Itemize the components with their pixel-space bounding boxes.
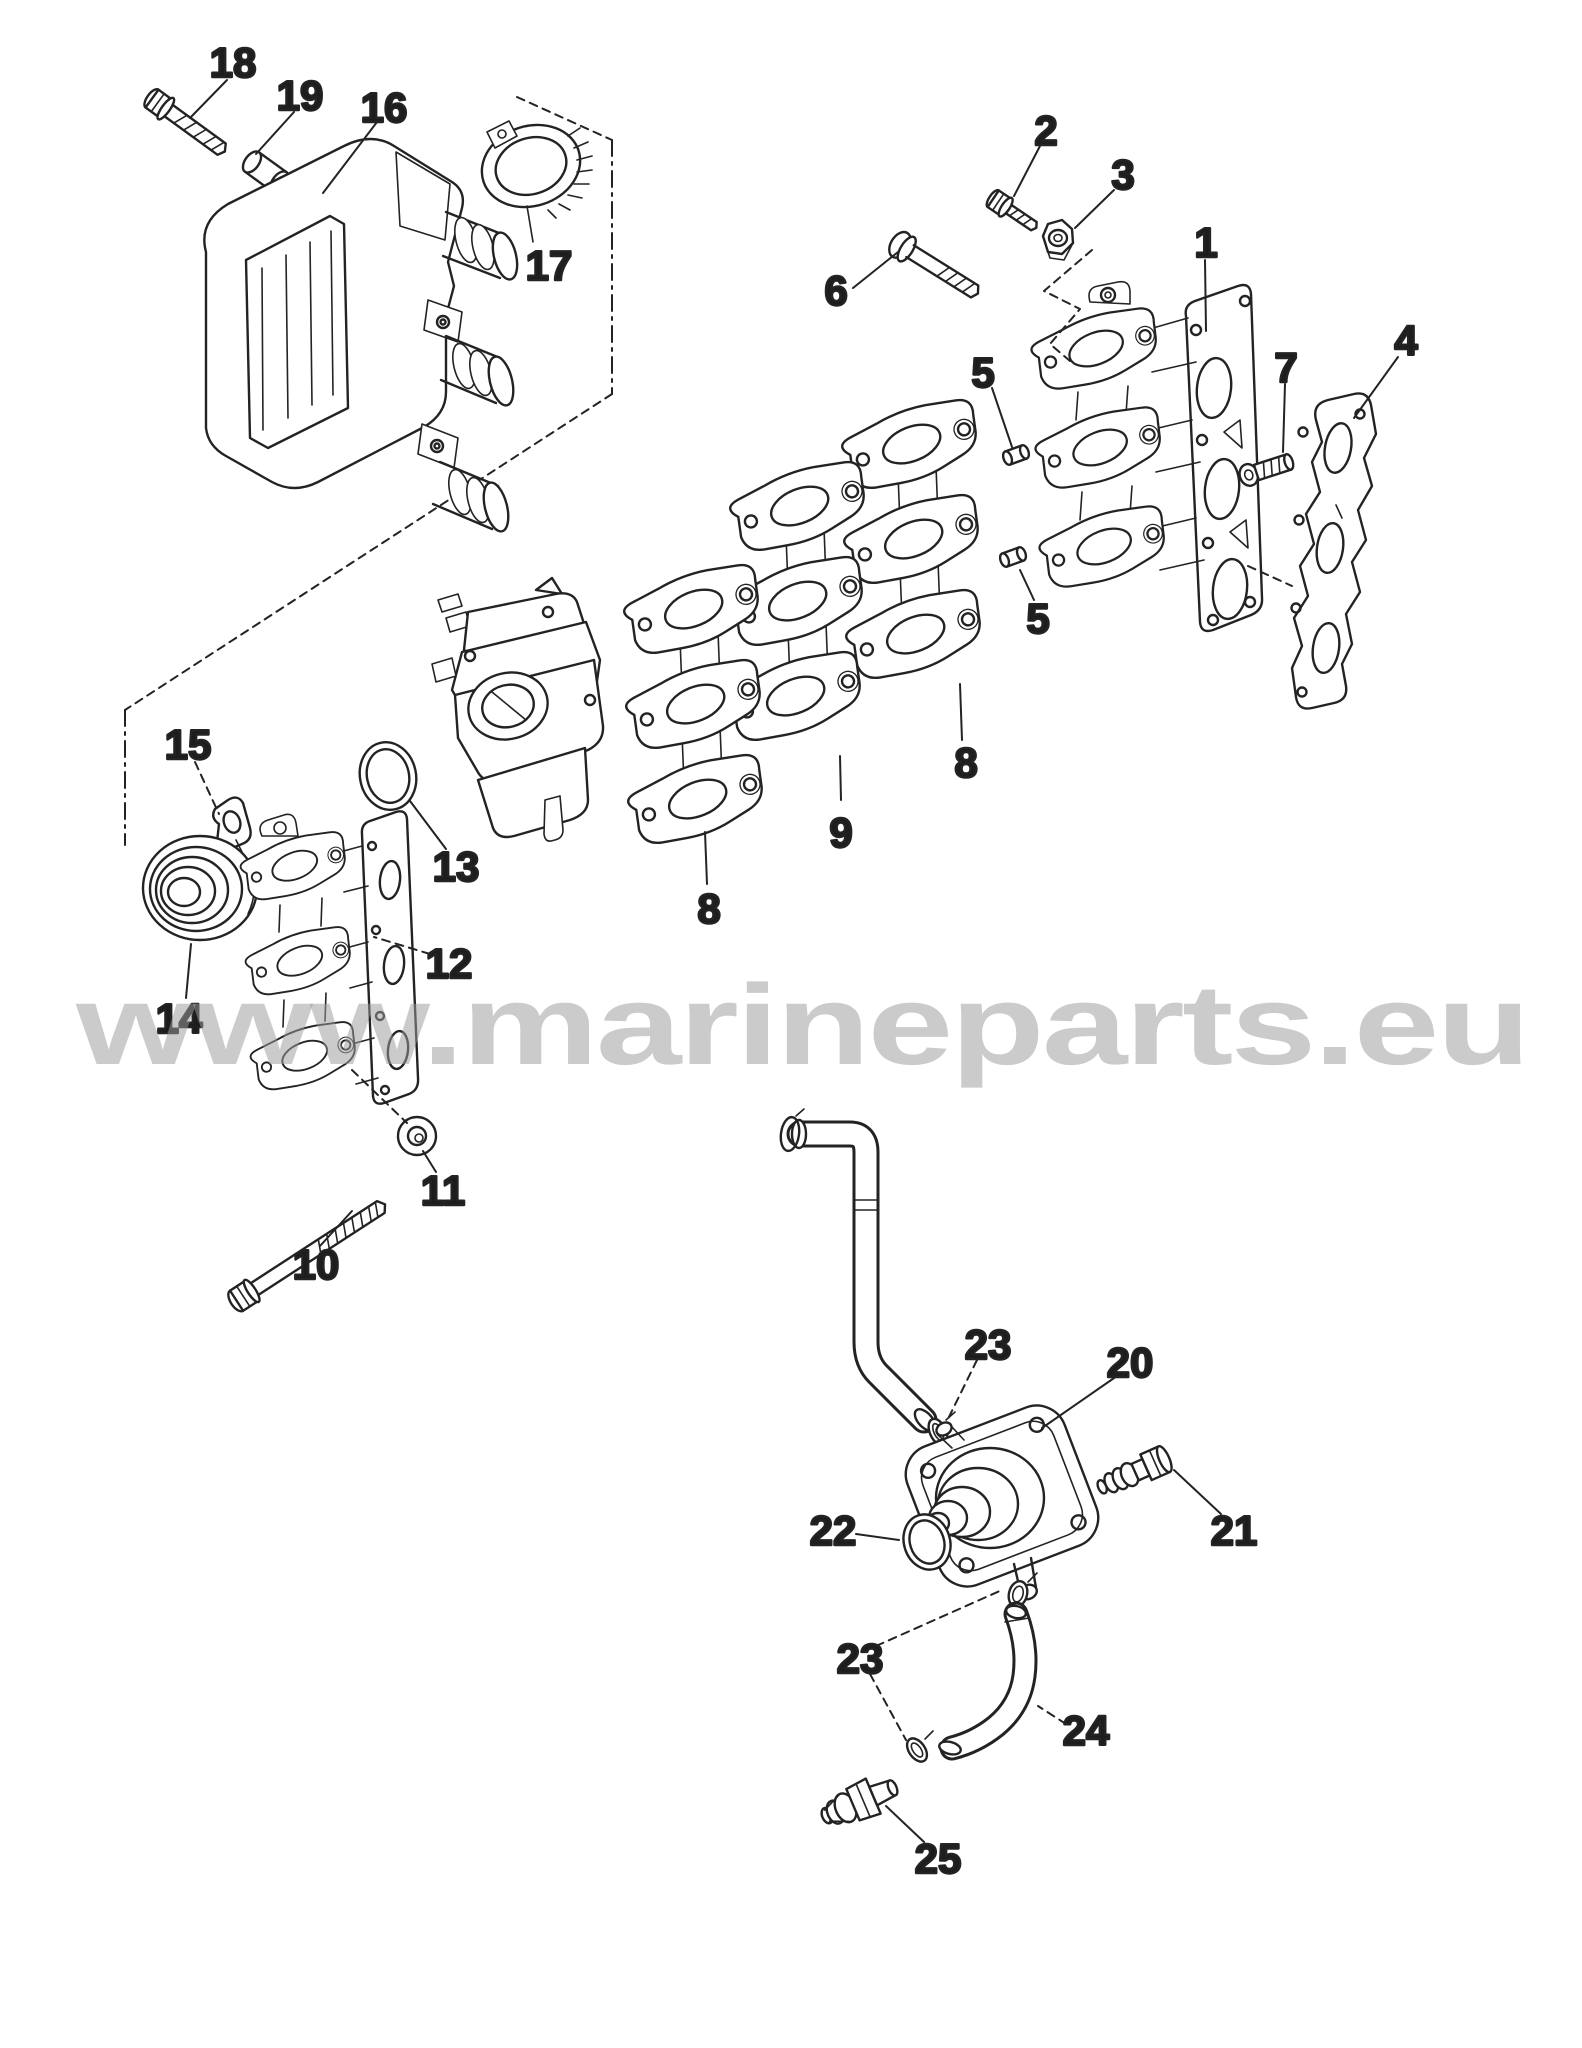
callout-4-11: 4 [1394,317,1418,364]
part-3-nut [1041,218,1075,261]
callout-12-17: 12 [426,940,473,987]
part-14-grommet [141,834,259,942]
callout-20-22: 20 [1107,1339,1154,1386]
callout-9-13: 9 [829,809,852,856]
part-18-bolt [143,88,227,157]
callout-19-1: 19 [277,72,324,119]
callout-5-9: 5 [1026,595,1049,642]
watermark: www.marineparts.eu [75,962,1528,1089]
leader-lines [185,79,1399,1843]
callout-25-27: 25 [915,1835,962,1882]
part-23-clip-c [905,1730,934,1763]
callout-18-0: 18 [210,39,257,86]
callout-15-16: 15 [165,721,212,768]
part-12-adapter-plate [236,810,420,1105]
part-21-bolt [1096,1445,1173,1495]
callout-14-18: 14 [156,995,203,1042]
callout-23-21: 23 [965,1321,1012,1368]
part-2-bolt [985,188,1038,232]
carburetor [431,576,605,842]
fuel-hose-long [779,1108,938,1434]
callout-16-2: 16 [361,84,408,131]
callout-10-20: 10 [293,1241,340,1288]
callout-3-5: 3 [1111,151,1134,198]
assembly-boundary [124,96,613,846]
part-6-bolt [888,230,980,299]
part-20-fuel-pump [904,1404,1100,1601]
part-22-o-ring [902,1513,952,1571]
part-11-washer [396,1115,438,1157]
callout-22-23: 22 [810,1507,857,1554]
callout-8-12: 8 [954,739,977,786]
part-1-intake-manifold [1026,280,1264,633]
part-17-hose-clamp [480,120,593,243]
callout-2-4: 2 [1034,107,1057,154]
part-5-pin-lower [998,546,1028,568]
callout-24-26: 24 [1063,1707,1110,1754]
part-8-gasket-left [618,550,777,858]
callout-5-8: 5 [971,349,994,396]
callout-23-25: 23 [837,1635,884,1682]
callout-21-24: 21 [1211,1507,1258,1554]
part-9-spacer [720,447,879,755]
callout-6-6: 6 [824,267,847,314]
part-4-gasket [1290,392,1378,710]
callout-7-10: 7 [1274,344,1297,391]
part-16-intake-silencer [203,137,519,533]
part-24-hose [938,1601,1038,1761]
callout-1-7: 1 [1194,219,1217,266]
part-25-fuel-connector [820,1777,899,1825]
part-23-clip-b [1007,1572,1038,1608]
part-5-pin-upper [1001,444,1031,466]
part-8-gasket-right [836,385,995,693]
part-7-stud [1238,453,1295,487]
part-13-o-ring [358,741,418,811]
callout-11-19: 11 [421,1167,465,1214]
callout-8-14: 8 [697,885,720,932]
callout-13-15: 13 [433,843,480,890]
callout-17-3: 17 [526,242,573,289]
